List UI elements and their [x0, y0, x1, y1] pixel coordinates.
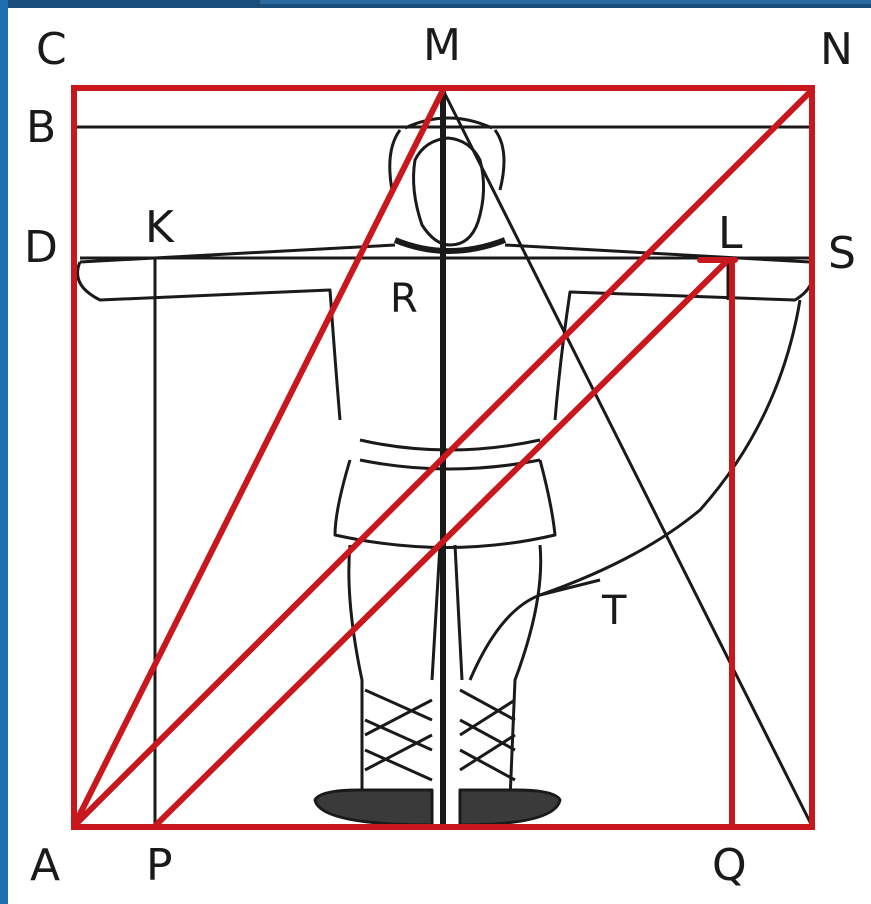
label-Q: Q [712, 840, 747, 891]
figure-boots [315, 790, 560, 825]
label-A: A [30, 840, 60, 891]
frame-left-bar [0, 0, 8, 904]
line-M-corner [443, 90, 812, 826]
label-S: S [828, 228, 856, 279]
figure-head [414, 138, 484, 245]
figure-bow-arc [470, 300, 800, 680]
label-R: R [390, 276, 418, 322]
diag-A-M [74, 90, 443, 826]
label-B: B [26, 102, 56, 153]
label-P: P [146, 840, 173, 891]
label-N: N [820, 24, 853, 75]
label-M: M [423, 20, 461, 71]
label-D: D [24, 222, 58, 273]
frame-top-accent [260, 0, 871, 4]
label-T: T [601, 588, 627, 634]
label-C: C [36, 24, 67, 75]
label-K: K [145, 202, 175, 253]
label-L: L [718, 208, 743, 259]
